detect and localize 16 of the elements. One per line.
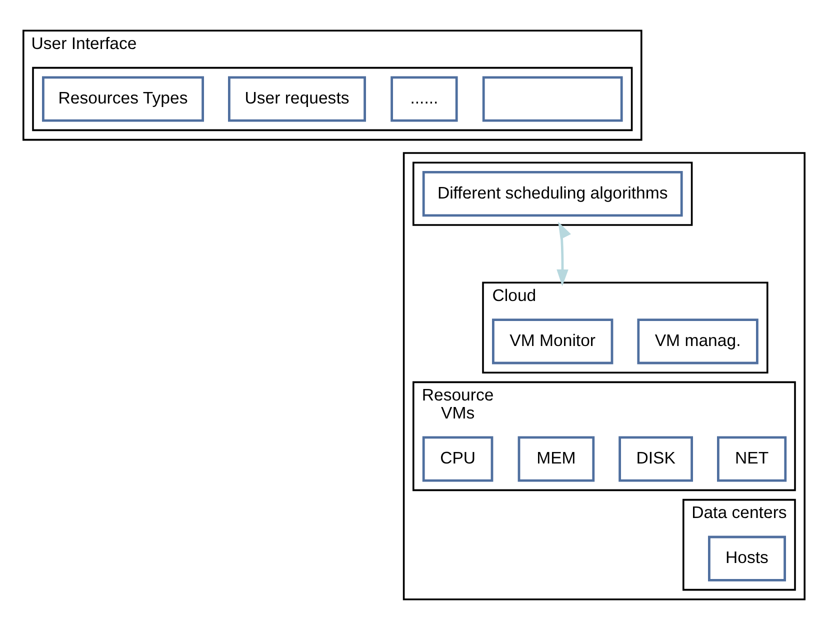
node-box: VM manag. — [636, 318, 758, 364]
cluster — [32, 66, 632, 131]
node-box: Resources Types — [42, 76, 204, 122]
node-box — [482, 76, 622, 122]
node-box: Hosts — [708, 535, 786, 581]
arrow — [556, 221, 570, 286]
node-box: User requests — [228, 76, 366, 122]
node-box: ...... — [390, 76, 458, 122]
cluster — [402, 152, 805, 600]
cluster — [412, 161, 692, 226]
node-box: DISK — [618, 436, 692, 482]
node-box: VM Monitor — [492, 318, 613, 364]
node-box: Different scheduling algorithms — [422, 170, 682, 216]
node-box: MEM — [517, 436, 594, 482]
node-box: NET — [716, 436, 786, 482]
node-box: CPU — [422, 436, 493, 482]
